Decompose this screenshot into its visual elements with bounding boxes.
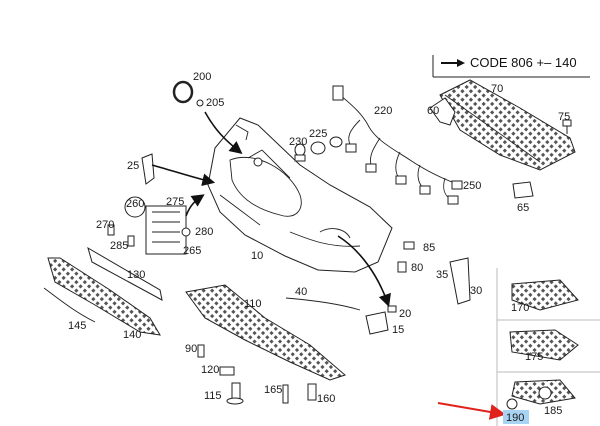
part-label-30[interactable]: 30 (470, 285, 482, 297)
clip-75 (562, 119, 572, 134)
part-labels: 200 205 220 70 60 75 230 225 25 250 65 2… (68, 71, 570, 424)
part-label-190[interactable]: 190 (506, 412, 524, 424)
detail-panel (496, 268, 600, 426)
part-label-230[interactable]: 230 (289, 136, 307, 148)
part-label-250[interactable]: 250 (463, 180, 481, 192)
screws-bottom (197, 344, 317, 405)
part-label-285[interactable]: 285 (110, 240, 128, 252)
ring-190 (506, 398, 518, 410)
part-label-85[interactable]: 85 (423, 242, 435, 254)
part-label-120[interactable]: 120 (201, 364, 219, 376)
part-label-80[interactable]: 80 (411, 262, 423, 274)
pointer-arrow (437, 402, 506, 420)
bracket-25 (141, 153, 155, 185)
code-note: CODE 806 +– 140 (432, 55, 590, 78)
fog-grille-175 (509, 329, 579, 361)
part-label-20[interactable]: 20 (399, 308, 411, 320)
lower-grille (43, 246, 163, 336)
part-label-260[interactable]: 260 (126, 198, 144, 210)
parking-sensors (294, 136, 343, 162)
part-label-15[interactable]: 15 (392, 324, 404, 336)
part-label-65[interactable]: 65 (517, 202, 529, 214)
grille-part (429, 79, 576, 171)
part-label-205[interactable]: 205 (206, 97, 224, 109)
part-label-145[interactable]: 145 (68, 320, 86, 332)
part-label-270[interactable]: 270 (96, 219, 114, 231)
part-label-165[interactable]: 165 (264, 384, 282, 396)
bracket-250 (451, 180, 463, 190)
part-label-160[interactable]: 160 (317, 393, 335, 405)
code-note-text: CODE 806 +– 140 (470, 55, 577, 70)
leader-lines (151, 111, 391, 308)
emblem-part (172, 80, 204, 107)
part-label-175[interactable]: 175 (525, 351, 543, 363)
part-label-90[interactable]: 90 (185, 343, 197, 355)
part-label-25[interactable]: 25 (127, 160, 139, 172)
part-label-225[interactable]: 225 (309, 128, 327, 140)
part-label-60[interactable]: 60 (427, 105, 439, 117)
part-label-280[interactable]: 280 (195, 226, 213, 238)
fasteners-right (397, 241, 471, 305)
fog-grille-185 (511, 379, 576, 405)
part-label-220[interactable]: 220 (374, 105, 392, 117)
part-label-70[interactable]: 70 (491, 83, 503, 95)
wiring-harness (332, 85, 461, 205)
part-label-110[interactable]: 110 (244, 298, 262, 310)
part-label-185[interactable]: 185 (544, 405, 562, 417)
part-label-115[interactable]: 115 (204, 390, 222, 402)
part-label-275[interactable]: 275 (166, 196, 184, 208)
fog-grille-170 (511, 279, 579, 311)
part-label-40[interactable]: 40 (295, 286, 307, 298)
part-label-130[interactable]: 130 (127, 269, 145, 281)
bracket-65 (512, 181, 534, 199)
plate-bracket (107, 196, 191, 255)
underbody-panel (185, 284, 346, 381)
part-label-200[interactable]: 200 (193, 71, 211, 83)
highlight-box (503, 410, 529, 424)
part-label-75[interactable]: 75 (558, 111, 570, 123)
part-label-35[interactable]: 35 (436, 269, 448, 281)
tow-hook-cover (365, 305, 397, 335)
trim-strip-40 (285, 297, 361, 311)
part-label-170[interactable]: 170 (511, 302, 529, 314)
part-label-10[interactable]: 10 (251, 250, 263, 262)
arrow-right-icon (441, 59, 465, 67)
part-label-265[interactable]: 265 (183, 245, 201, 257)
part-label-140[interactable]: 140 (123, 329, 141, 341)
